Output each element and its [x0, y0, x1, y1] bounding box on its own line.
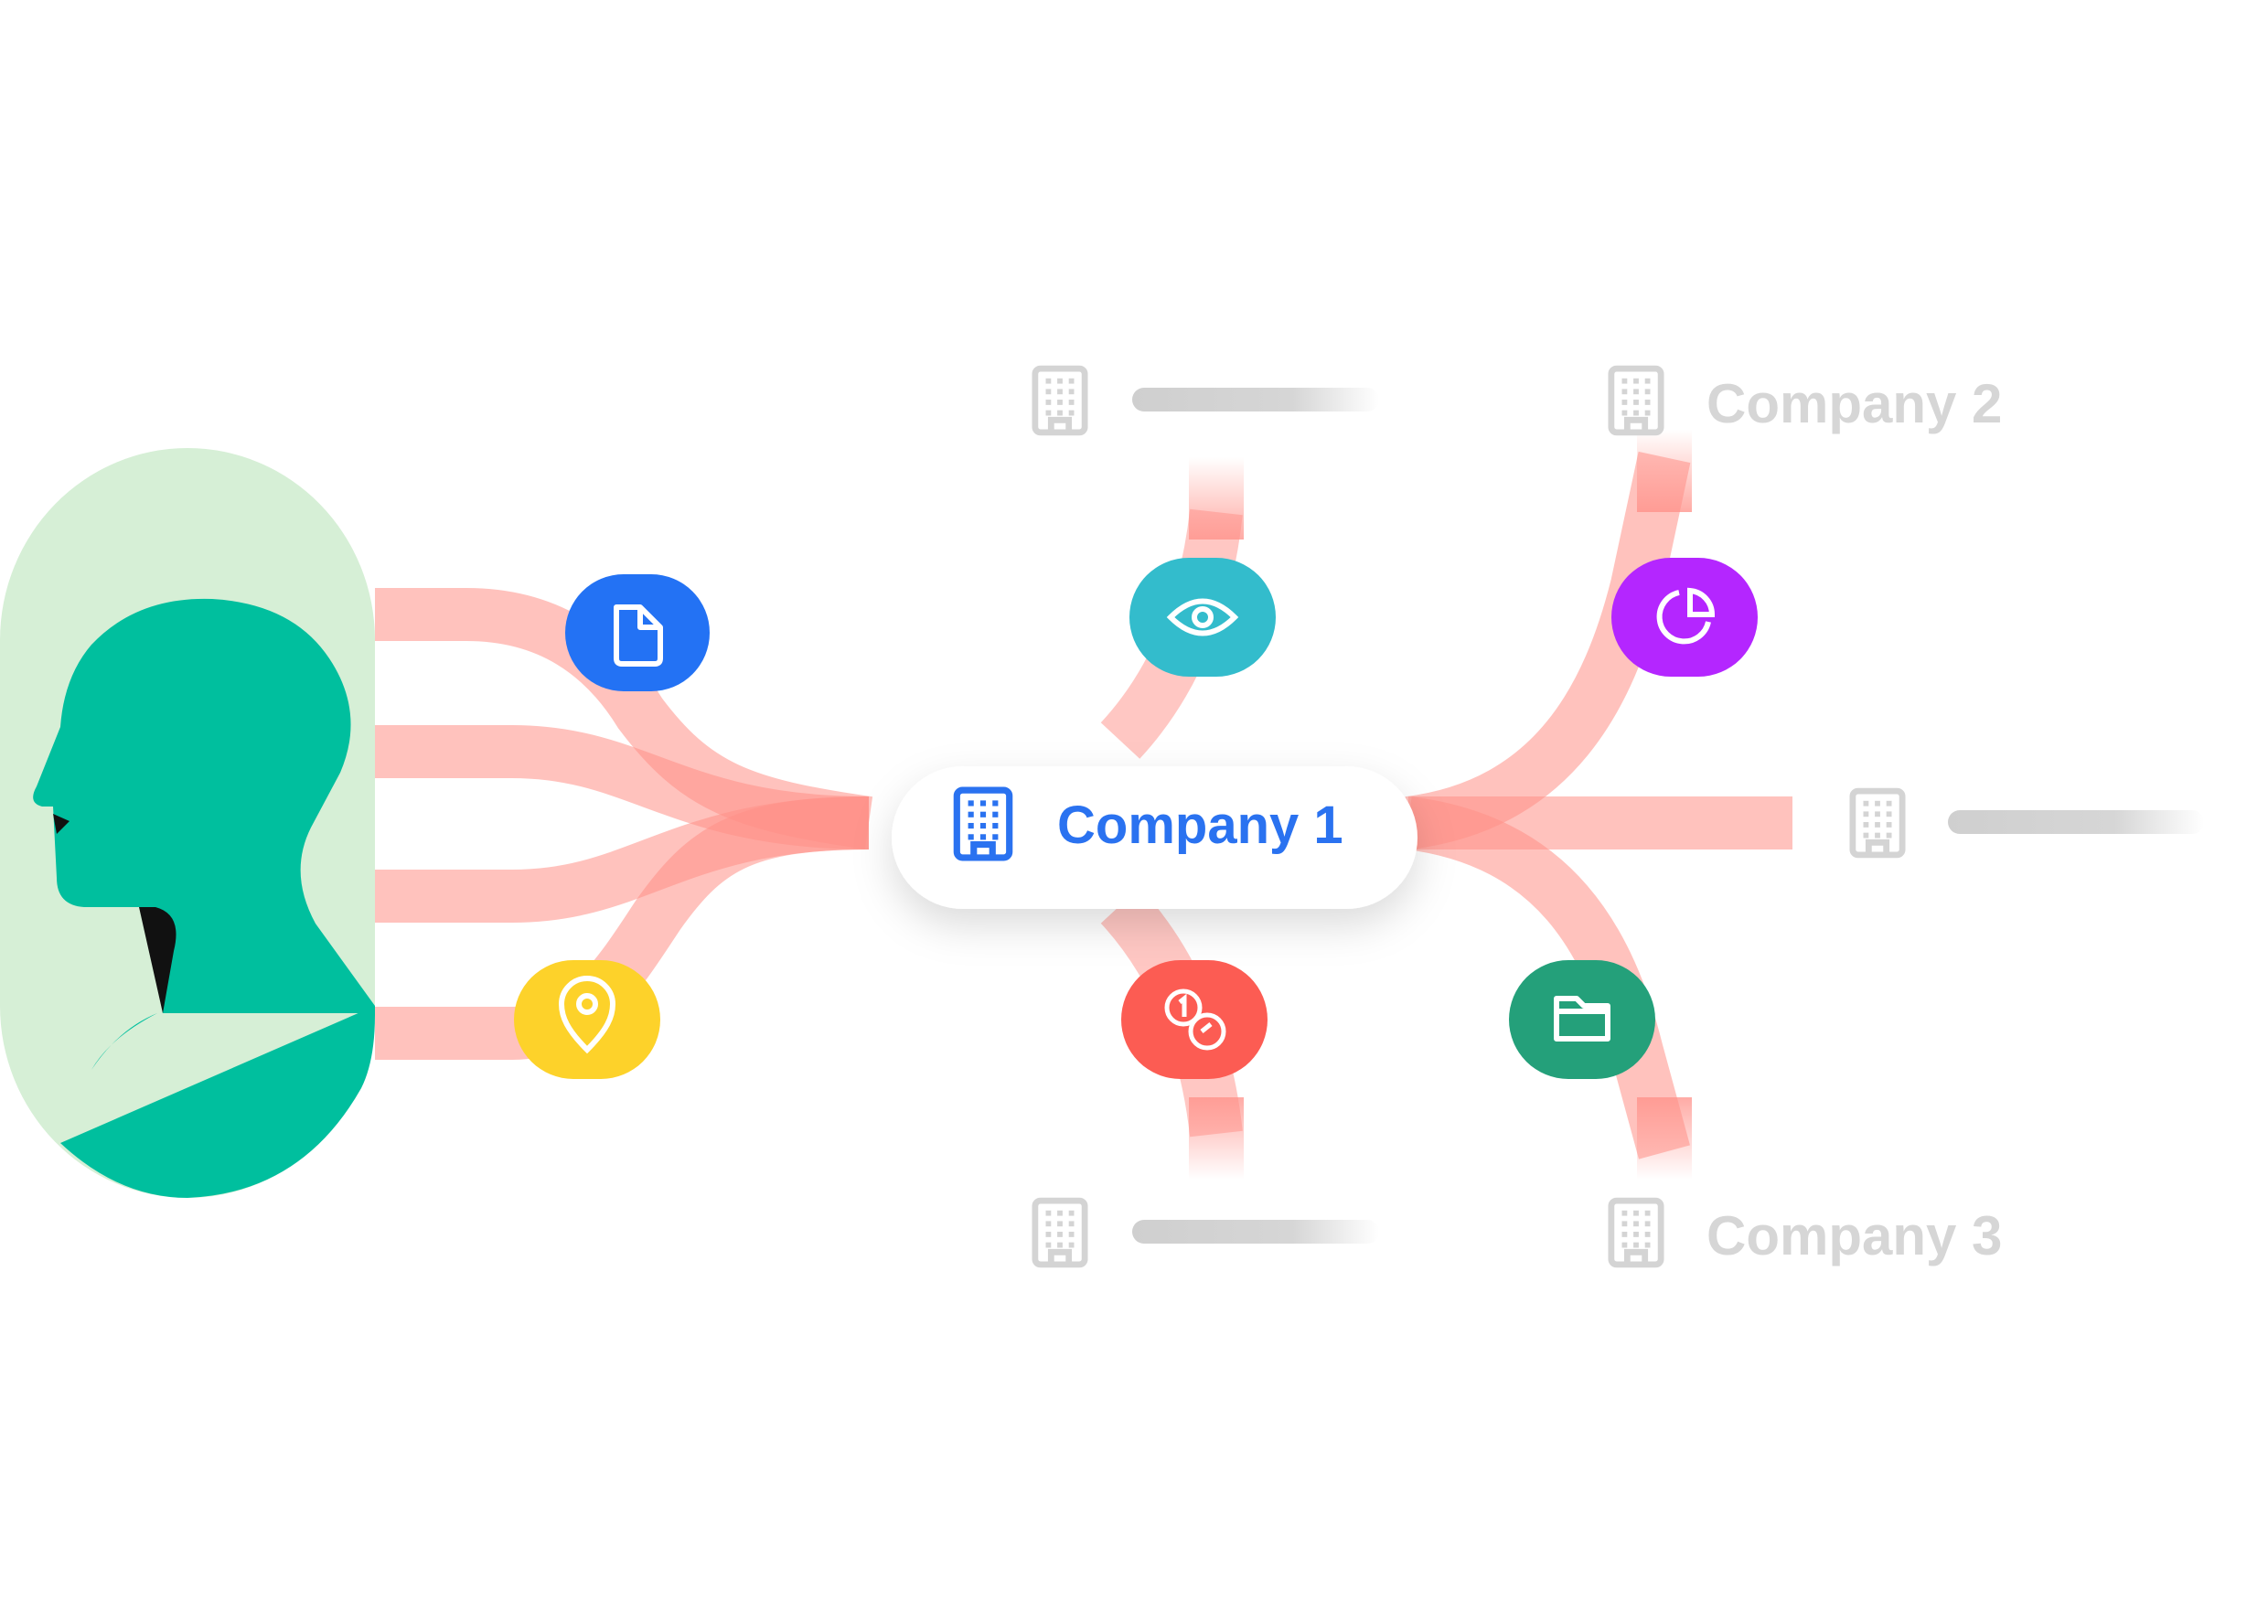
document-icon — [614, 604, 663, 667]
company-3-node[interactable]: Company 3 — [1611, 1201, 2003, 1266]
right-flow-fades — [1637, 430, 1847, 1180]
placeholder-bar — [1132, 1220, 1379, 1244]
eye-badge[interactable] — [1129, 558, 1276, 677]
company-3-label: Company 3 — [1706, 1205, 2002, 1266]
building-icon — [1035, 369, 1085, 433]
placeholder-bar — [1948, 810, 2204, 834]
person-lip — [53, 814, 70, 834]
person-illustration — [0, 448, 376, 1198]
flow-fade-top — [1189, 457, 1244, 540]
coins-icon — [1164, 988, 1226, 1051]
building-icon — [1611, 1201, 1661, 1265]
pie-chart-badge[interactable] — [1611, 558, 1758, 677]
person-neck-shadow — [139, 907, 177, 1013]
unnamed-company-bottom[interactable] — [1035, 1201, 1379, 1265]
document-badge[interactable] — [565, 574, 710, 691]
location-badge[interactable] — [514, 960, 660, 1079]
folder-icon — [1554, 996, 1610, 1042]
building-icon — [1611, 369, 1661, 433]
building-icon — [1035, 1201, 1085, 1265]
company-2-node[interactable]: Company 2 — [1611, 369, 2003, 434]
building-icon — [1853, 791, 1902, 855]
coins-badge[interactable] — [1121, 960, 1268, 1079]
pie-chart-icon — [1656, 587, 1716, 645]
company-2-label: Company 2 — [1706, 373, 2002, 434]
flow-fade-bottom — [1189, 1097, 1244, 1180]
company-1-node[interactable]: Company 1 — [892, 766, 1418, 909]
company-1-label: Company 1 — [1057, 796, 1343, 855]
eye-icon — [1166, 598, 1239, 636]
placeholder-bar — [1132, 388, 1379, 411]
folder-badge[interactable] — [1509, 960, 1655, 1079]
unnamed-company-right[interactable] — [1853, 791, 2204, 855]
unnamed-company-top[interactable] — [1035, 369, 1379, 433]
person-head-silhouette — [33, 598, 376, 1198]
location-pin-icon — [558, 976, 616, 1054]
